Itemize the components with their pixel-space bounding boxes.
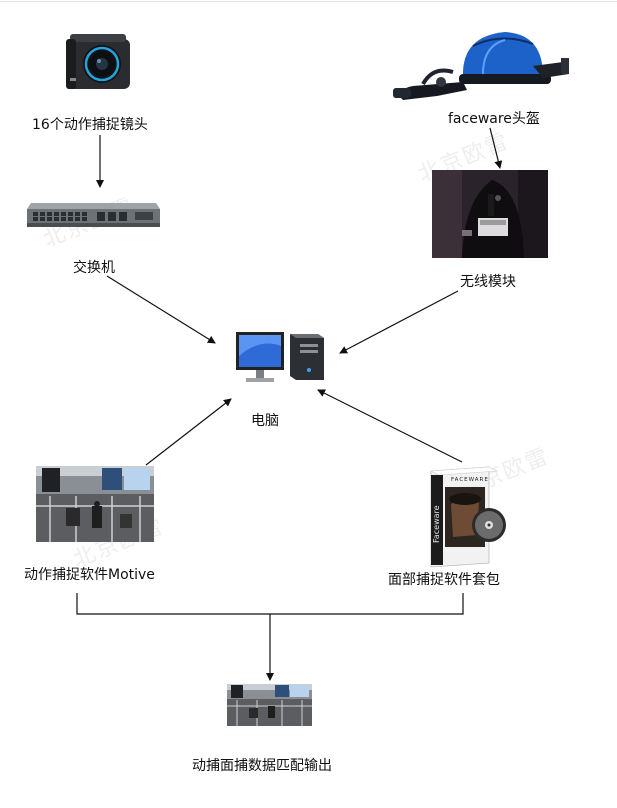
helmet-label: faceware头盔	[448, 111, 540, 127]
box-side-text: Faceware	[432, 505, 441, 543]
arrow-wireless-to-computer	[339, 290, 459, 354]
wireless-label: 无线模块	[460, 274, 516, 290]
camera-label: 16个动作捕捉镜头	[32, 117, 148, 133]
output-label: 动捕面捕数据匹配输出	[192, 758, 332, 774]
bracket-join-line	[76, 593, 464, 615]
mocap-camera-icon	[66, 34, 130, 89]
network-switch-icon	[27, 203, 160, 227]
top-border	[0, 1, 617, 2]
arrow-helmet-to-wireless	[489, 127, 503, 169]
arrow-faceware-to-computer	[317, 389, 463, 463]
wireless-module-photo	[432, 170, 548, 258]
switch-label: 交换机	[73, 260, 115, 276]
arrow-switch-to-computer	[106, 275, 216, 344]
motive-label: 动作捕捉软件Motive	[24, 567, 155, 583]
motive-screenshot-photo	[36, 466, 154, 542]
faceware-software-box-photo: Faceware FACEWARE	[429, 466, 506, 568]
faceware-suite-label: 面部捕捉软件套包	[388, 572, 500, 588]
box-brand-text: FACEWARE	[451, 477, 489, 483]
faceware-helmet-icon	[393, 32, 569, 100]
computer-label: 电脑	[251, 413, 279, 429]
arrow-motive-to-computer	[145, 398, 232, 466]
output-screenshot-photo	[227, 684, 312, 726]
computer-icon	[236, 332, 324, 382]
